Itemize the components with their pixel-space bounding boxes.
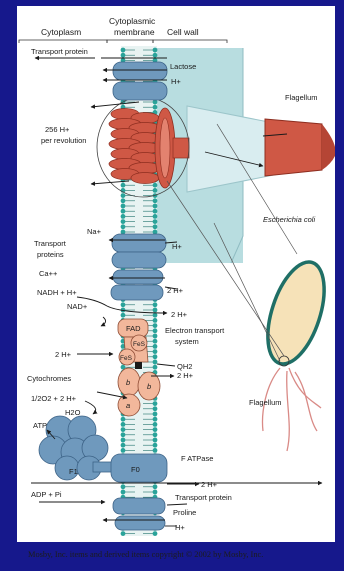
label-fad: FAD	[126, 324, 141, 333]
label-2h-atpase: 2 H+	[201, 480, 218, 489]
label-nad: NAD+	[67, 302, 88, 311]
label-na: Na+	[87, 227, 102, 236]
transport-protein-ca	[111, 270, 163, 300]
label-h-top: H+	[171, 77, 181, 86]
label-electron-transport-line2: system	[175, 337, 199, 346]
label-h-bottom: H+	[175, 523, 185, 532]
header-membrane-line2: membrane	[114, 27, 155, 37]
label-atp: ATP	[33, 421, 47, 430]
transport-protein-proline	[113, 498, 165, 530]
header-membrane-line1: Cytoplasmic	[109, 16, 156, 26]
label-2h-right: 2 H+	[177, 371, 194, 380]
label-cyt-b1: b	[126, 378, 130, 387]
label-e-coli: Escherichia coli	[263, 215, 315, 224]
label-electron-transport-line1: Electron transport	[165, 326, 225, 335]
label-lactose: Lactose	[170, 62, 196, 71]
membrane-diagram: Cytoplasm Cytoplasmic membrane Cell wall	[17, 6, 335, 542]
label-cyt-b2: b	[147, 382, 151, 391]
label-adp: ADP + Pi	[31, 490, 62, 499]
label-flagellum-main: Flagellum	[285, 93, 318, 102]
copyright-credit: Mosby, Inc. items and derived items copy…	[28, 550, 263, 559]
label-cyt-a: a	[126, 401, 130, 410]
label-transport-protein-top: Transport protein	[31, 47, 88, 56]
header-cytoplasm: Cytoplasm	[41, 27, 81, 37]
flagellum-hook	[187, 106, 335, 192]
label-fes-b: FeS	[120, 355, 133, 362]
label-oxygen: 1/2O2 + 2 H+	[31, 394, 77, 403]
label-transport-proteins-line1: Transport	[34, 239, 67, 248]
label-qh2: QH2	[177, 362, 192, 371]
label-proline: Proline	[173, 508, 196, 517]
label-2h-nadh: 2 H+	[171, 310, 188, 319]
label-2h-ca: 2 H+	[167, 286, 184, 295]
header-cell-wall: Cell wall	[167, 27, 199, 37]
label-256h: 256 H+	[45, 125, 70, 134]
label-f-atpase: F ATPase	[181, 454, 213, 463]
label-h2o: H2O	[65, 408, 81, 417]
label-cytochromes: Cytochromes	[27, 374, 71, 383]
label-f1: F1	[69, 467, 78, 476]
diagram-panel: Cytoplasm Cytoplasmic membrane Cell wall	[17, 6, 335, 542]
region-brackets	[19, 40, 227, 43]
e-coli-cell	[257, 255, 335, 451]
label-2h-left: 2 H+	[55, 350, 72, 359]
label-per-revolution: per revolution	[41, 136, 86, 145]
label-f0: F0	[131, 465, 140, 474]
transport-protein-na	[112, 234, 166, 268]
label-nadh: NADH + H+	[37, 288, 77, 297]
label-h-na: H+	[172, 242, 182, 251]
label-fes-a: FeS	[133, 341, 146, 348]
label-transport-protein-bottom: Transport protein	[175, 493, 232, 502]
label-transport-proteins-line2: proteins	[37, 250, 64, 259]
label-ca: Ca++	[39, 269, 58, 278]
label-flagellum-small: Flagellum	[249, 398, 282, 407]
